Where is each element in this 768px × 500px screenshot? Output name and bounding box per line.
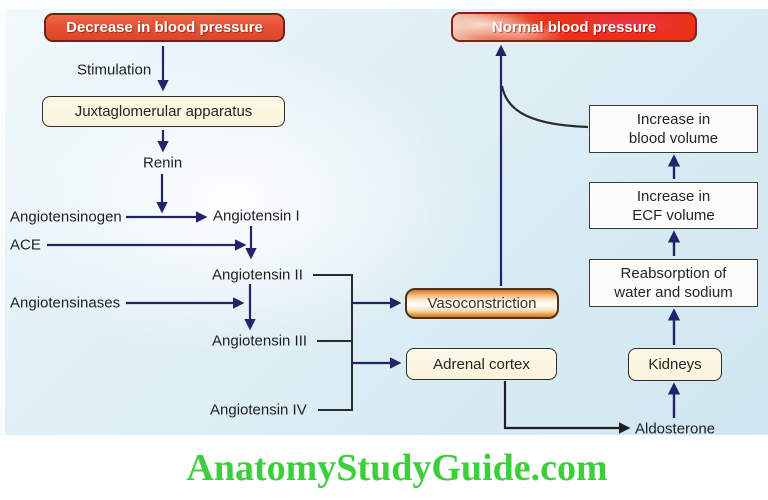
label-stimulation: Stimulation (77, 61, 152, 79)
node-increase-blood-volume: Increase in blood volume (589, 105, 758, 153)
node-normal-blood-pressure: Normal blood pressure (451, 12, 697, 42)
page-edge-top (0, 0, 768, 9)
node-normal-label: Normal blood pressure (491, 18, 657, 36)
label-ace: ACE (10, 236, 41, 254)
node-increase-blood-volume-line1: Increase in (636, 111, 711, 128)
node-reabsorption-water-sodium: Reabsorption of water and sodium (589, 259, 758, 307)
page-edge-left (0, 0, 5, 435)
label-angiotensinogen: Angiotensinogen (10, 208, 122, 226)
node-increase-ecf-volume-line2: ECF volume (632, 206, 715, 224)
node-juxtaglomerular-apparatus: Juxtaglomerular apparatus (42, 96, 285, 127)
watermark-band: AnatomyStudyGuide.com (0, 435, 768, 500)
node-decrease-label: Decrease in blood pressure (66, 19, 263, 36)
node-kidneys-label: Kidneys (648, 356, 702, 373)
node-decrease-blood-pressure: Decrease in blood pressure (44, 13, 285, 42)
node-adrenal-cortex: Adrenal cortex (406, 348, 557, 380)
label-aldosterone: Aldosterone (635, 420, 716, 438)
watermark-text: AnatomyStudyGuide.com (186, 446, 608, 489)
label-angiotensin-iii: Angiotensin III (212, 332, 308, 350)
node-reabsorption-line2: water and sodium (614, 284, 733, 301)
label-angiotensinases: Angiotensinases (10, 294, 121, 312)
node-adrenal-cortex-label: Adrenal cortex (433, 355, 530, 373)
node-vasoconstriction-label: Vasoconstriction (427, 295, 537, 312)
node-increase-ecf-volume-line1: Increase in (636, 187, 711, 205)
node-vasoconstriction: Vasoconstriction (405, 288, 559, 319)
node-kidneys: Kidneys (628, 348, 722, 381)
label-renin: Renin (143, 154, 183, 172)
node-reabsorption-line1: Reabsorption of (620, 265, 727, 282)
curve-blood-volume-to-normal (500, 85, 589, 129)
node-juxtaglomerular-label: Juxtaglomerular apparatus (74, 103, 253, 120)
label-angiotensin-iv: Angiotensin IV (210, 401, 307, 419)
label-angiotensin-i: Angiotensin I (213, 207, 300, 225)
label-angiotensin-ii: Angiotensin II (212, 266, 303, 284)
arrow-adrenal-to-aldosterone (503, 381, 631, 434)
node-increase-blood-volume-line2: blood volume (628, 130, 719, 147)
node-increase-ecf-volume: Increase in ECF volume (589, 182, 758, 229)
